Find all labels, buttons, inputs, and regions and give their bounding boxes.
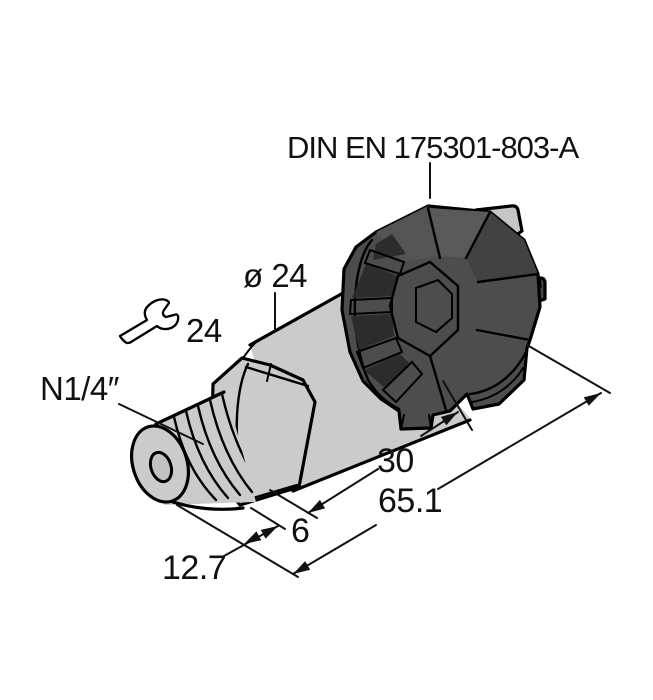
thread-ridges <box>172 392 256 502</box>
dimension-overall-length <box>292 392 602 575</box>
thread-port <box>130 390 256 511</box>
dim-thread-length-value: 12.7 <box>162 549 226 587</box>
dimension-thread-length <box>223 525 279 557</box>
pressure-port-hole <box>148 450 174 484</box>
dimension-body-length <box>307 411 459 514</box>
leader-thread <box>118 403 204 445</box>
dim-hex-length-value: 6 <box>291 512 309 550</box>
wrench-icon <box>118 298 180 345</box>
dim-overall-length-value: 65.1 <box>378 482 442 520</box>
extension-lines <box>176 344 611 578</box>
wrench-size-label: 24 <box>186 312 222 349</box>
thread-label: N1/4″ <box>40 370 120 407</box>
diameter-label: ø 24 <box>243 257 307 294</box>
connector-standard-label: DIN EN 175301-803-A <box>287 130 579 165</box>
dim-body-length-value: 30 <box>377 442 414 480</box>
din-connector <box>340 204 542 431</box>
